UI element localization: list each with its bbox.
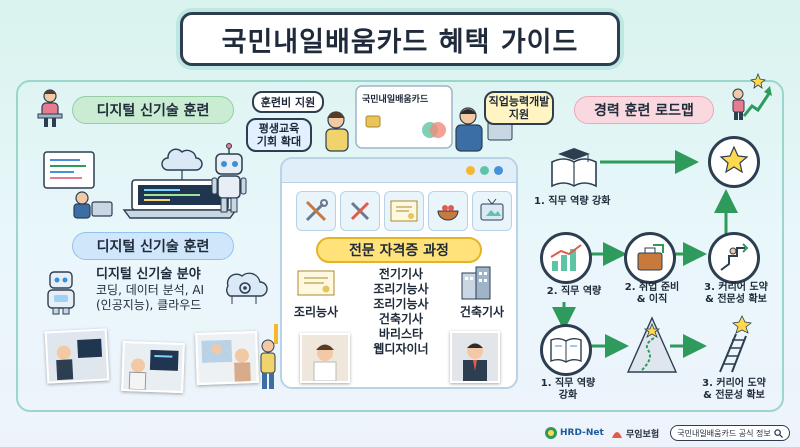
step-bot-right-label: 3. 커리어 도약 & 전문성 확보 — [690, 378, 778, 402]
bubble-lifelong-line2: 기회 확대 — [256, 135, 302, 148]
step-top-label: 1. 직무 역량 강화 — [534, 196, 611, 207]
wrench-screwdriver-icon — [340, 191, 380, 231]
cert-doc-icon — [294, 269, 338, 299]
window-dot-yellow — [466, 166, 475, 175]
career-roadmap-pill-label: 경력 훈련 로드맵 — [594, 103, 694, 119]
cert-right-label: 건축기사 — [459, 305, 505, 319]
certificate-panel: 전문 자격증 과정 조리능사 전기기사 조리기능사 조리기능사 건축기사 바리스… — [280, 157, 518, 389]
card-illustration — [318, 82, 518, 158]
certificate-course-pill: 전문 자격증 과정 — [316, 237, 482, 263]
cert-item: 웹디자이너 — [373, 342, 429, 356]
building-icon — [458, 265, 494, 301]
bubble-lifelong-line1: 평생교육 — [258, 122, 300, 135]
career-roadmap-pill: 경력 훈련 로드맵 — [574, 96, 714, 124]
climbing-person-icon — [708, 232, 760, 284]
person-climbing-chart-icon — [728, 70, 774, 122]
cert-item: 건축기사 — [378, 312, 424, 326]
insurance-logo-text: 무임보험 — [626, 429, 660, 440]
training-photo-3 — [195, 330, 259, 386]
mountain-path-icon — [624, 314, 680, 376]
book-icon — [540, 324, 592, 376]
bubble-training-subsidy: 훈련비 지원 — [252, 91, 324, 113]
cert-middle-list: 전기기사 조리기능사 조리기능사 건축기사 바리스타 웹디자이너 — [352, 267, 450, 357]
digital-fields-line2: (인공지능), 클라우드 — [96, 298, 202, 312]
robot-icon — [42, 266, 80, 316]
chef-photo — [300, 333, 350, 383]
ladder-star-icon — [712, 314, 756, 374]
architect-photo — [450, 331, 500, 383]
bubble-job-skills: 직업능력개발 지원 — [484, 91, 554, 125]
tv-icon — [472, 191, 512, 231]
cert-item: 바리스타 — [378, 327, 424, 341]
step-bot-right-line1: 3. 커리어 도약 — [702, 378, 766, 389]
bubble-job-line1: 직업능력개발 — [488, 95, 550, 108]
step-mid-right-line2: & 전문성 확보 — [705, 294, 767, 305]
cert-item: 조리기능사 — [373, 282, 429, 296]
official-info-button[interactable]: 국민내일배움카드 공식 정보 — [670, 425, 790, 441]
bubble-job-line2: 지원 — [508, 108, 530, 121]
star-trophy-icon — [708, 136, 760, 188]
digital-training-pill-bottom-label: 디지털 신기술 훈련 — [96, 239, 210, 255]
window-dot-green — [480, 166, 489, 175]
insurance-logo-icon — [612, 432, 622, 438]
cert-left-label: 조리능사 — [293, 305, 339, 319]
food-bowl-icon — [428, 191, 468, 231]
panel-titlebar — [282, 159, 516, 183]
step-mid-center-line1: 2. 취업 준비 — [624, 282, 680, 293]
window-dot-blue — [494, 166, 503, 175]
official-info-button-label: 국민내일배움카드 공식 정보 — [677, 428, 771, 438]
step-mid-center-label: 2. 취업 준비 & 이직 — [612, 282, 692, 306]
tech-illustration — [40, 140, 272, 222]
step-mid-center-line2: & 이직 — [636, 294, 668, 305]
digital-training-pill-top: 디지털 신기술 훈련 — [72, 96, 234, 124]
step-bot-left-line2: 강화 — [558, 390, 578, 401]
cloud-gear-icon — [218, 262, 268, 308]
hrd-net-logo-text: HRD-Net — [560, 428, 604, 438]
briefcase-arrow-icon — [624, 232, 676, 284]
training-photo-2 — [121, 340, 185, 394]
digital-fields-block: 디지털 신기술 분야 코딩, 데이터 분석, AI (인공지능), 클라우드 — [96, 266, 246, 313]
training-photo-1 — [44, 328, 110, 384]
step-bot-left-line1: 1. 직무 역량 — [540, 378, 596, 389]
insurance-logo: 무임보험 — [610, 424, 668, 442]
step-mid-right-label: 3. 커리어 도약 & 전문성 확보 — [694, 282, 778, 306]
page-title: 국민내일배움카드 혜택 가이드 — [180, 12, 620, 66]
digital-training-pill-bottom: 디지털 신기술 훈련 — [72, 232, 234, 260]
certificate-course-pill-label: 전문 자격증 과정 — [349, 243, 449, 259]
step-bot-left-label: 1. 직무 역량 강화 — [528, 378, 608, 402]
digital-fields-line1: 코딩, 데이터 분석, AI — [96, 283, 205, 297]
search-icon — [773, 428, 783, 438]
card-label: 국민내일배움카드 — [362, 95, 429, 105]
hrd-net-logo: HRD-Net — [544, 424, 604, 442]
bubble-training-subsidy-text: 훈련비 지원 — [260, 95, 316, 109]
certificate-icon — [384, 191, 424, 231]
digital-fields-title: 디지털 신기술 분야 — [96, 267, 201, 282]
cert-item: 조리기능사 — [373, 297, 429, 311]
book-graduation-icon — [548, 146, 600, 190]
step-mid-right-line1: 3. 커리어 도약 — [704, 282, 768, 293]
digital-training-pill-top-label: 디지털 신기술 훈련 — [96, 103, 210, 119]
growth-chart-icon — [540, 232, 592, 284]
cert-item: 전기기사 — [378, 267, 424, 281]
step-mid-left-label: 2. 직무 역량 — [546, 286, 602, 297]
bubble-lifelong-education: 평생교육 기회 확대 — [246, 118, 312, 152]
tools-icon — [296, 191, 336, 231]
person-with-pencil-icon — [256, 322, 282, 392]
hrd-logo-icon — [545, 427, 557, 439]
step-bot-right-line2: & 전문성 확보 — [703, 390, 765, 401]
person-laptop-icon — [36, 88, 66, 128]
page-title-text: 국민내일배움카드 혜택 가이드 — [221, 26, 579, 58]
main-frame — [16, 80, 784, 412]
